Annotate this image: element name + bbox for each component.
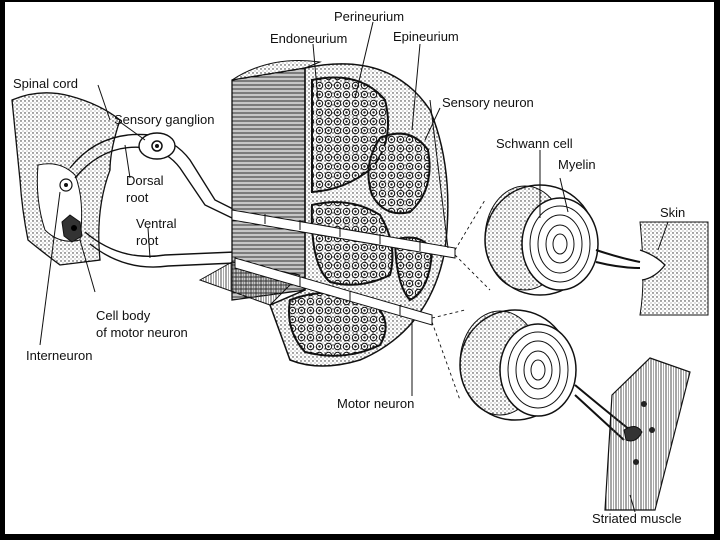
sensory-myelin-sheath xyxy=(484,184,641,296)
label-perineurium: Perineurium xyxy=(334,9,405,24)
fascicle xyxy=(393,236,434,302)
leader-lines xyxy=(39,21,669,513)
projection-lines xyxy=(431,199,491,401)
label-striated-muscle: Striated muscle xyxy=(592,511,682,526)
label-myelin: Myelin xyxy=(558,157,596,172)
axon-fibers xyxy=(231,209,456,326)
label-sensory-ganglion: Sensory ganglion xyxy=(114,112,215,127)
ventral-root xyxy=(84,231,236,268)
label-ventral: Ventral xyxy=(136,216,177,231)
label-dorsal-root: root xyxy=(126,190,149,205)
label-spinal-cord: Spinal cord xyxy=(13,76,79,91)
label-schwann-cell: Schwann cell xyxy=(496,136,573,151)
label-cell-body: Cell body xyxy=(96,308,151,323)
fascicle xyxy=(367,132,431,215)
label-sensory-neuron: Sensory neuron xyxy=(442,95,534,110)
label-skin: Skin xyxy=(660,205,686,220)
label-motor-neuron: Motor neuron xyxy=(337,396,415,411)
label-ventral-root: root xyxy=(136,233,159,248)
striated-muscle-tissue xyxy=(604,357,691,511)
dorsal-root xyxy=(69,132,236,219)
label-epineurium: Epineurium xyxy=(393,29,459,44)
label-of-motor-neuron: of motor neuron xyxy=(96,325,188,340)
motor-myelin-sheath xyxy=(459,309,631,441)
label-endoneurium: Endoneurium xyxy=(270,31,348,46)
label-interneuron: Interneuron xyxy=(26,348,93,363)
label-dorsal: Dorsal xyxy=(126,173,164,188)
fascicle xyxy=(310,201,394,286)
skin-tissue xyxy=(639,221,709,316)
